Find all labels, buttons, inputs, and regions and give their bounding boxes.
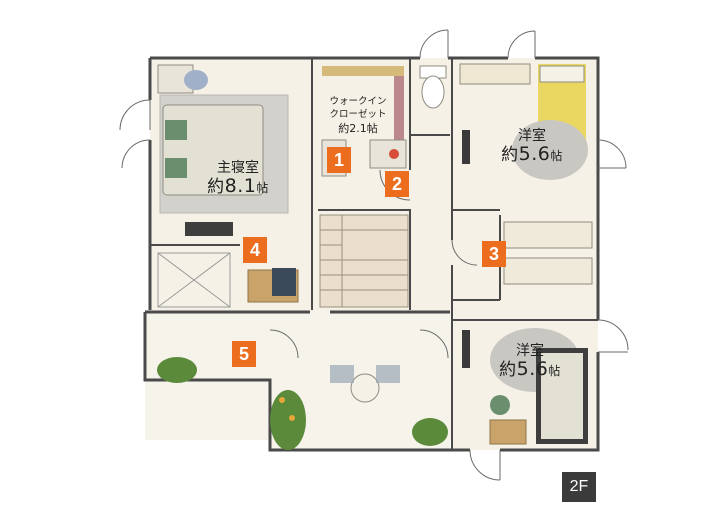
master-bedroom-furniture: [157, 64, 289, 236]
western-room-1-furniture: [459, 63, 588, 180]
western-room-1-name: 洋室: [518, 128, 546, 144]
marker-5: 5: [232, 341, 256, 367]
shared-closet: [503, 221, 593, 285]
marker-4: 4: [243, 237, 267, 263]
western-room-2-label: 洋室 約5.6帖: [494, 343, 566, 381]
master-bedroom-area: 約8.1帖: [207, 175, 269, 198]
master-bedroom-name: 主寝室: [217, 160, 259, 176]
western-room-2-area: 約5.6帖: [499, 358, 561, 381]
void-area: [157, 252, 231, 308]
western-room-1-label: 洋室 約5.6帖: [496, 128, 568, 166]
western-room-1-area: 約5.6帖: [501, 143, 563, 166]
master-bedroom-label: 主寝室 約8.1帖: [198, 160, 278, 198]
marker-3: 3: [482, 241, 506, 267]
floor-level-badge: 2F: [562, 472, 596, 502]
toilet: [419, 65, 447, 109]
doors: [119, 29, 629, 481]
balcony: [157, 357, 448, 450]
walk-in-closet-name-line2: クローゼット: [329, 108, 387, 120]
walls: [143, 56, 600, 452]
marker-2: 2: [385, 171, 409, 197]
study-desk: [247, 268, 299, 303]
staircase: [319, 214, 409, 308]
western-room-2-furniture: [462, 328, 588, 445]
walk-in-closet-label: ウォークイン クローゼット 約2.1帖: [318, 96, 398, 136]
walk-in-closet-name-line1: ウォークイン: [329, 96, 387, 107]
western-room-2-name: 洋室: [516, 343, 544, 359]
marker-1: 1: [327, 147, 351, 173]
walk-in-closet-area: 約2.1帖: [338, 121, 378, 135]
